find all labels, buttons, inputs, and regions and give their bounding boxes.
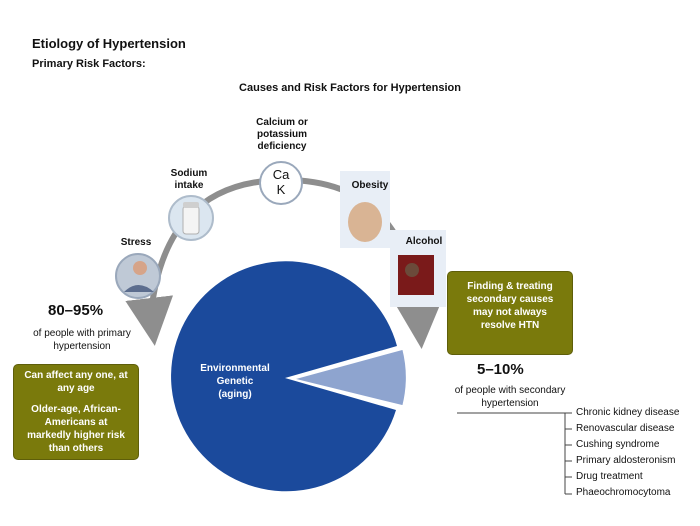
obesity-icon — [340, 171, 390, 248]
stress-label: Stress — [120, 237, 152, 248]
sodium-label: Sodium intake — [170, 168, 208, 191]
pie-label-environmental: Environmental — [200, 363, 270, 374]
cause-item: Primary aldosteronism — [576, 455, 676, 466]
cause-item: Renovascular disease — [576, 423, 675, 434]
alcohol-label: Alcohol — [405, 236, 443, 247]
risk-factor-arc-left-arrow — [125, 295, 174, 346]
pie-main-label: Environmental Genetic (aging) — [190, 362, 280, 401]
primary-risk-box: Can affect any one, at any age Older-age… — [14, 365, 138, 459]
alcohol-icon — [390, 230, 446, 307]
secondary-caption: of people with secondary hypertension — [454, 385, 566, 409]
ca-k-symbols: Ca K — [265, 167, 297, 197]
salt-shaker-icon — [168, 195, 214, 241]
diagram-title: Causes and Risk Factors for Hypertension — [239, 82, 461, 94]
stress-icon — [115, 253, 161, 299]
primary-caption: of people with primary hypertension — [33, 328, 131, 352]
k-symbol: K — [276, 182, 286, 197]
pie-label-aging: (aging) — [218, 389, 252, 400]
primary-box-line1: Can affect any one, at any age — [24, 370, 128, 394]
obesity-label: Obesity — [351, 180, 389, 191]
cause-item: Phaeochromocytoma — [576, 487, 671, 498]
secondary-causes-list: Chronic kidney disease Renovascular dise… — [576, 405, 679, 501]
cause-item: Chronic kidney disease — [576, 407, 680, 418]
primary-box-line2: Older-age, African-Americans at markedly… — [27, 404, 125, 454]
calcium-label: Calcium or potassium deficiency — [256, 117, 308, 152]
ca-symbol: Ca — [272, 167, 290, 182]
page-subtitle: Primary Risk Factors: — [32, 58, 146, 70]
secondary-note-box: Finding & treating secondary causes may … — [448, 272, 572, 354]
cause-item: Drug treatment — [576, 471, 643, 482]
cause-item: Cushing syndrome — [576, 439, 660, 450]
pie-label-genetic: Genetic — [216, 376, 254, 387]
pie-main-slice — [171, 261, 397, 492]
calcium-potassium-icon — [259, 161, 303, 205]
page-title: Etiology of Hypertension — [32, 36, 186, 51]
primary-percent: 80–95% — [48, 302, 104, 319]
secondary-percent: 5–10% — [477, 361, 524, 378]
pie-secondary-slice — [290, 348, 408, 407]
